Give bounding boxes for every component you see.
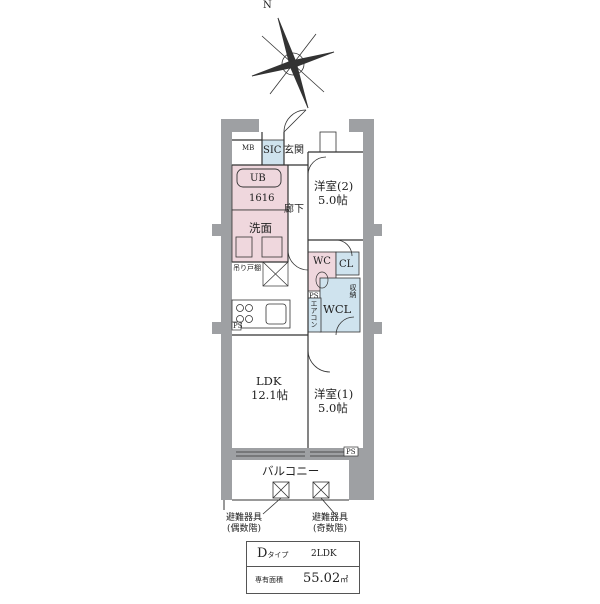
closet-area [335, 251, 360, 276]
kitchen-counter [231, 299, 291, 329]
evac-even-line1: 避難器具 [226, 513, 263, 523]
sic-label: SIC [263, 145, 282, 156]
entrance-label: 玄関 [284, 145, 304, 156]
washbasin-icon [235, 236, 253, 258]
entrance-step [319, 131, 337, 153]
ps-label-kitchen: PS [233, 322, 243, 330]
area-value: 55.02 [303, 571, 341, 586]
washroom-area [231, 209, 289, 263]
balcony-outline [223, 499, 349, 510]
evac-even-line2: (偶数階) [226, 524, 262, 535]
type-suffix: タイプ [267, 551, 289, 559]
ub-label: UB [250, 173, 266, 184]
compass-north-label: N [263, 0, 272, 11]
hanging-cabinet-label: 吊り戸棚 [233, 264, 261, 272]
ps-box-kitchen [231, 321, 242, 331]
evac-odd-line1: 避難器具 [312, 513, 349, 523]
area-value-wrap: 55.02㎡ [303, 571, 348, 586]
ub-size-label: 1616 [249, 193, 275, 204]
ps-label-wc: PS [309, 292, 319, 300]
evac-hatch-odd-icon [312, 481, 336, 515]
washer-pan-icon [261, 236, 283, 258]
evac-odd-note: 避難器具 (奇数階) [312, 513, 348, 536]
evac-odd-line2: (奇数階) [312, 524, 348, 535]
storage-label: 収納 [349, 284, 358, 298]
ldk-name: LDK [256, 374, 282, 388]
interior-walls [232, 132, 363, 448]
walk-in-closet-area [319, 277, 361, 333]
compass-icon [251, 17, 335, 109]
wcl-label: WCL [323, 302, 352, 316]
bathtub-icon [236, 168, 282, 188]
washroom-label: 洗面 [249, 221, 272, 235]
corridor-label: 廊下 [284, 204, 304, 215]
type-letter: D [257, 546, 268, 561]
hanging-cabinet-box [262, 261, 289, 287]
bathroom-area [231, 164, 289, 211]
toilet-icon [315, 271, 329, 289]
wc-label: WC [313, 256, 331, 267]
windows [236, 451, 345, 457]
unit-type: Dタイプ [257, 546, 288, 561]
door-swings [283, 109, 355, 373]
area-unit: ㎡ [340, 575, 349, 584]
western-room-1-name: 洋室(1) [314, 387, 354, 401]
western-room-2-size: 5.0帖 [318, 193, 348, 207]
outer-walls [212, 119, 382, 500]
ps-label-balcony: PS [346, 448, 356, 456]
unit-type-row: Dタイプ 2LDK [247, 542, 359, 567]
mb-label: MB [242, 144, 255, 152]
cl-label: CL [339, 259, 354, 270]
ps-box-balcony [343, 446, 359, 457]
western-room-2-name: 洋室(2) [314, 179, 354, 193]
western-room-1-size: 5.0帖 [318, 401, 348, 415]
unit-layout: 2LDK [311, 549, 337, 559]
ldk-size: 12.1帖 [251, 388, 289, 402]
balcony-label: バルコニー [262, 464, 320, 478]
unit-info-box: Dタイプ 2LDK 専有面積 55.02㎡ [246, 541, 360, 594]
evac-even-note: 避難器具 (偶数階) [226, 513, 262, 536]
evac-hatch-even-icon [262, 481, 290, 515]
aircon-label: エアコン [310, 300, 319, 328]
area-label: 専有面積 [255, 576, 283, 584]
